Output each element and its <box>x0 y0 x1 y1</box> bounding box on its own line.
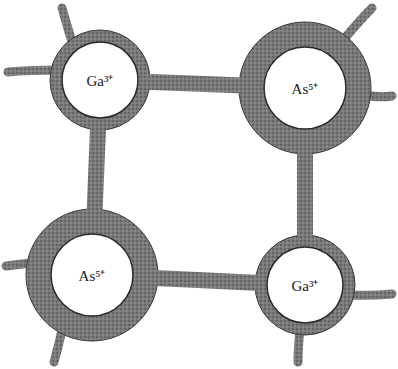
ion-label: Ga³⁺ <box>61 41 139 119</box>
bond-stub <box>6 8 392 362</box>
bond <box>134 277 266 283</box>
bond <box>139 82 263 87</box>
ion-circle: As⁵⁺ <box>263 46 347 130</box>
ion-circle: Ga³⁺ <box>61 41 139 119</box>
ion-halo <box>26 22 371 341</box>
ion-label: Ga³⁺ <box>266 246 344 324</box>
bond <box>94 119 99 233</box>
ion-label: As⁵⁺ <box>50 233 134 317</box>
ion-circle: Ga³⁺ <box>266 246 344 324</box>
ion-circle: As⁵⁺ <box>50 233 134 317</box>
ion-label: As⁵⁺ <box>263 46 347 130</box>
bond <box>297 130 313 246</box>
